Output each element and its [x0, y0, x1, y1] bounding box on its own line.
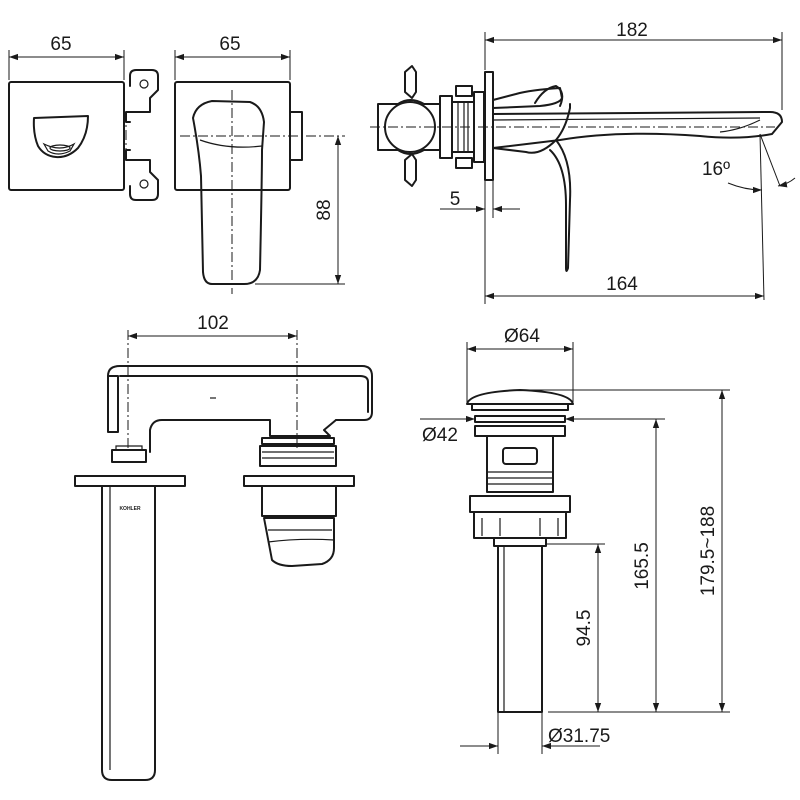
top-view-faucet: KOHLER	[74, 330, 373, 781]
brand-mark: KOHLER	[119, 506, 141, 512]
dim-label-65-right: 65	[219, 34, 240, 55]
dim-spout-angle: 16º	[702, 133, 796, 301]
dim-spout-length: 164	[484, 180, 764, 304]
side-view-wall-plate	[484, 71, 494, 181]
pop-up-drain	[466, 389, 574, 713]
top-view-handle	[243, 437, 355, 567]
dim-spout-reach: 182	[484, 20, 783, 110]
mounting-bracket	[125, 69, 159, 201]
dim-label-165-5: 165.5	[632, 542, 653, 590]
dim-drain-tail-dia: Ø31.75	[460, 712, 610, 754]
dim-label-164: 164	[606, 274, 638, 295]
dim-wall-offset: 5	[440, 180, 520, 218]
dim-width-handle-plate: 65	[174, 34, 291, 80]
dim-label-d42: Ø42	[422, 425, 458, 446]
side-view-spout-handle	[492, 85, 783, 272]
dim-drain-tail: 94.5	[546, 543, 605, 712]
dim-label-5: 5	[450, 189, 461, 210]
front-view-spout-plate	[8, 81, 125, 191]
dim-drain-height-a: 165.5	[548, 418, 730, 713]
dim-label-182: 182	[616, 20, 648, 41]
dim-label-d31-75: Ø31.75	[548, 726, 610, 747]
dim-valve-width: 102	[128, 313, 297, 340]
dim-label-65-left: 65	[50, 34, 71, 55]
dim-drain-height-b: 179.5~188	[522, 389, 730, 712]
dim-drain-body: Ø42	[420, 415, 600, 446]
dim-label-179-5-188: 179.5~188	[698, 506, 719, 596]
dim-label-102: 102	[197, 313, 229, 334]
dim-handle-height: 88	[255, 136, 345, 285]
dim-label-16deg: 16º	[702, 159, 730, 180]
dim-drain-cap: Ø64	[466, 326, 574, 402]
dim-label-94-5: 94.5	[574, 610, 595, 647]
front-view-handle-plate	[174, 81, 345, 294]
dim-label-d64: Ø64	[504, 326, 540, 347]
dim-width-spout-plate: 65	[8, 34, 125, 80]
side-view-valve-body	[370, 65, 775, 187]
dim-label-88: 88	[314, 199, 335, 220]
